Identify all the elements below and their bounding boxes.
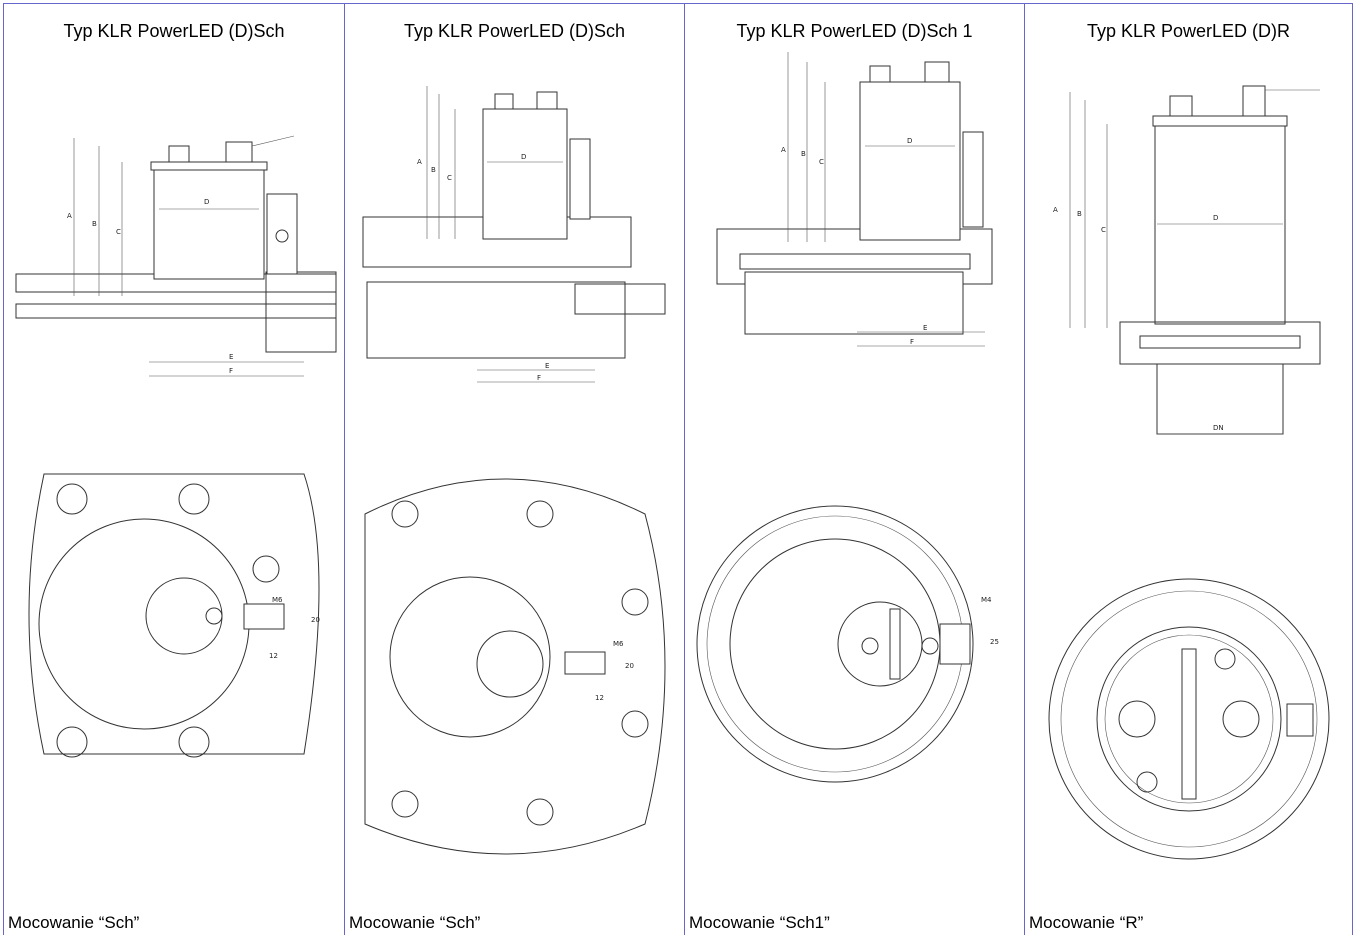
dim-d: D [1213,214,1218,222]
dim-c: C [1101,226,1106,234]
side-view-drawing: A B C D E F M4 25 [696,52,999,783]
dim-a: A [1053,206,1058,214]
side-view-drawing: A B C D E F M6 20 12 [15,135,337,758]
dim-e: E [545,362,549,370]
dim-b: B [801,150,806,158]
column-title: Typ KLR PowerLED (D)Sch [63,21,285,41]
dim-m6: M6 [613,640,624,648]
dim-m6: M6 [272,596,283,604]
dim-d: D [204,198,209,206]
column-caption: Mocowanie “Sch” [8,913,140,932]
dim-f: F [229,367,233,375]
dim-e: E [229,353,233,361]
dim-12: 12 [595,694,604,702]
column-caption: Mocowanie “Sch” [349,913,481,932]
column-r: Typ KLR PowerLED (D)R A B C D DN [1025,4,1353,935]
column-caption: Mocowanie “Sch1” [689,913,830,932]
dim-f: F [910,338,914,346]
dim-12: 12 [269,652,278,660]
dim-f: F [537,374,541,382]
side-view-drawing: A B C D E F M6 20 12 [362,86,666,855]
dim-b: B [92,220,97,228]
dim-d: D [907,137,912,145]
column-sch-2: Typ KLR PowerLED (D)Sch A B C D E F [345,4,685,935]
dim-c: C [116,228,121,236]
dim-b: B [1077,210,1082,218]
dim-d: D [521,153,526,161]
dim-e: E [923,324,927,332]
column-sch1: Typ KLR PowerLED (D)Sch 1 A B C D E F [685,4,1025,935]
mounting-comparison-table: Typ KLR PowerLED (D)Sch A B C D E F [3,3,1353,935]
dim-a: A [781,146,786,154]
dim-20: 20 [311,616,320,624]
column-title: Typ KLR PowerLED (D)Sch [403,21,626,41]
dim-a: A [67,212,72,220]
column-caption: Mocowanie “R” [1029,913,1144,932]
dim-m4: M4 [981,596,992,604]
dim-a: A [417,158,422,166]
dim-b: B [431,166,436,174]
column-title: Typ KLR PowerLED (D)Sch 1 [736,21,973,41]
column-title: Typ KLR PowerLED (D)R [1086,21,1291,41]
dim-dn: DN [1213,424,1224,432]
dim-25: 25 [990,638,999,646]
dim-20: 20 [625,662,634,670]
side-view-drawing: A B C D DN [1048,85,1330,860]
column-sch: Typ KLR PowerLED (D)Sch A B C D E F [4,4,345,935]
dim-c: C [819,158,824,166]
dim-c: C [447,174,452,182]
